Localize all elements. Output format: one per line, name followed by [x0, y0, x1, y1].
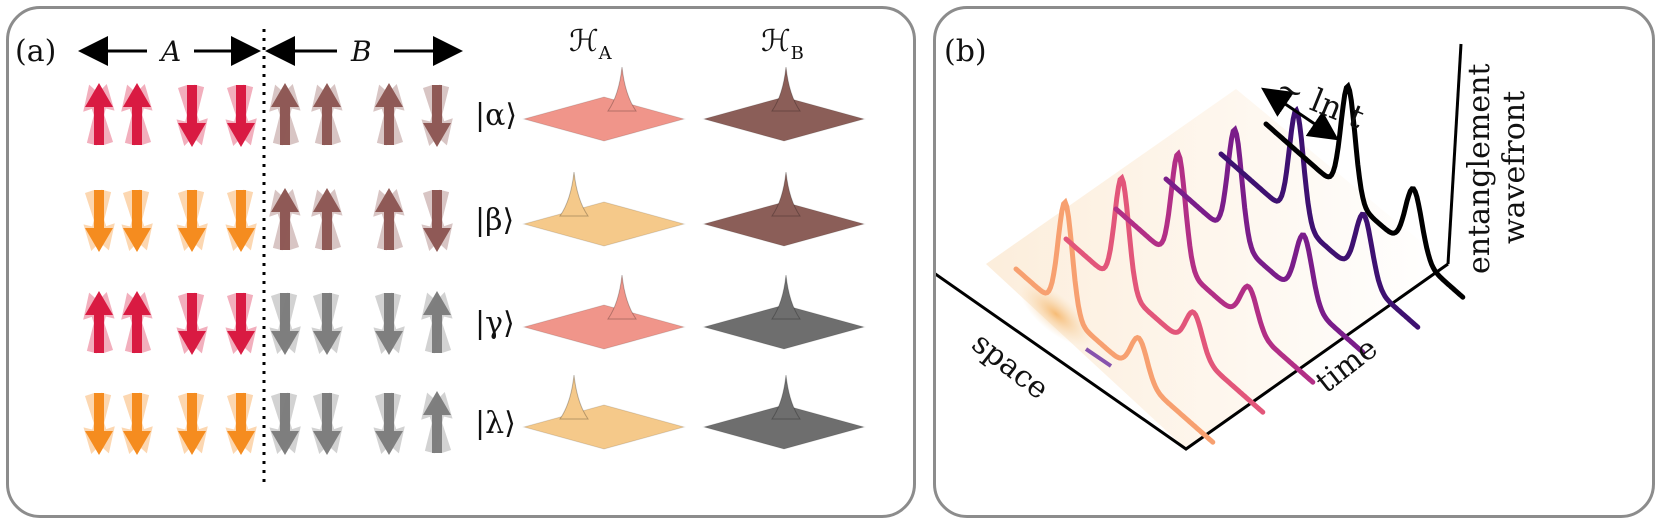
spin-arrow	[421, 391, 453, 454]
wavefront-curve	[1218, 105, 1421, 330]
spin-arrow	[373, 188, 405, 251]
spin-arrow	[225, 392, 257, 455]
spin-arrow	[269, 83, 301, 146]
panel-a-label: (a)	[15, 34, 56, 69]
subsystem-b-surface	[702, 274, 866, 350]
panel-b: (b) ∼ ln t space time entanglement wavef…	[933, 6, 1655, 518]
panel-a: (a) A B ℋA ℋB |α⟩ |β⟩ |γ⟩ |λ⟩	[6, 6, 916, 518]
panel-a-figure: (a) A B ℋA ℋB |α⟩ |β⟩ |γ⟩ |λ⟩	[15, 24, 866, 484]
space-time-axes	[936, 262, 1449, 451]
wavefront-curve	[1063, 173, 1266, 415]
spin-arrow	[311, 292, 343, 355]
spin-arrow	[373, 292, 405, 355]
hilbert-b-header: ℋB	[761, 24, 804, 64]
spin-arrow	[421, 291, 453, 354]
vertical-axis-label-line2: wavefront	[1497, 91, 1532, 244]
subsystem-a-surface	[522, 66, 686, 142]
state-ket: |λ⟩	[475, 406, 516, 441]
spin-arrow	[421, 84, 453, 147]
subsystem-a-surface	[522, 374, 686, 450]
spin-arrow	[269, 392, 301, 455]
spin-arrow	[176, 189, 208, 252]
spin-arrow	[311, 83, 343, 146]
spin-arrow	[176, 84, 208, 147]
spin-arrow	[311, 392, 343, 455]
spin-arrow	[121, 83, 153, 146]
spin-arrow	[373, 392, 405, 455]
subsystem-b-surface	[702, 171, 866, 247]
wavefront-curve	[1263, 81, 1466, 300]
spin-arrow	[421, 189, 453, 252]
region-b-label: B	[350, 35, 372, 68]
state-ket: |α⟩	[475, 98, 517, 133]
scaling-arrow	[1261, 87, 1339, 141]
spin-arrow	[269, 188, 301, 251]
wavefront-curve	[1013, 197, 1216, 445]
region-a-label: A	[158, 35, 181, 68]
density-hotspot	[1019, 281, 1093, 347]
spin-arrow	[225, 84, 257, 147]
spin-arrow	[373, 83, 405, 146]
subsystem-a-surface	[522, 171, 686, 247]
state-row: |γ⟩	[83, 274, 866, 355]
spin-arrow	[121, 189, 153, 252]
state-row: |α⟩	[83, 66, 866, 147]
space-axis-label: space	[965, 326, 1055, 407]
subsystem-b-surface	[702, 374, 866, 450]
state-row: |β⟩	[83, 171, 866, 252]
spin-arrow	[121, 291, 153, 354]
wavefront-curve	[1113, 149, 1316, 385]
spin-arrow	[121, 392, 153, 455]
spin-arrow	[83, 189, 115, 252]
vertical-axis-label-line1: entanglement	[1462, 64, 1497, 274]
spin-arrow	[83, 83, 115, 146]
state-ket: |β⟩	[475, 203, 514, 238]
spin-arrow	[176, 292, 208, 355]
vertical-axis	[1446, 43, 1463, 265]
state-ket: |γ⟩	[475, 306, 515, 341]
spin-arrow	[176, 392, 208, 455]
spin-arrow	[225, 292, 257, 355]
spin-arrow	[225, 189, 257, 252]
spin-arrow	[83, 392, 115, 455]
panel-b-figure: (b) ∼ ln t space time entanglement wavef…	[936, 34, 1532, 451]
hilbert-a-header: ℋA	[569, 24, 613, 64]
density-edge	[1084, 347, 1113, 368]
spin-arrow	[311, 188, 343, 251]
wavefront-curve	[1163, 125, 1366, 355]
spin-arrow	[83, 291, 115, 354]
state-row: |λ⟩	[83, 374, 866, 455]
panel-b-label: (b)	[944, 34, 987, 69]
spin-arrow	[269, 292, 301, 355]
subsystem-a-surface	[522, 274, 686, 350]
subsystem-b-surface	[702, 66, 866, 142]
